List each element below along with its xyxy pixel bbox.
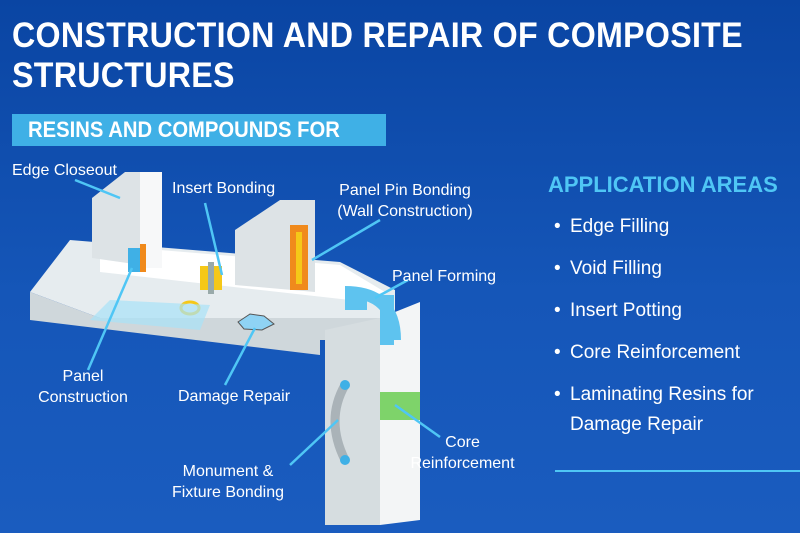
leader-lines	[74, 178, 441, 466]
edge-fill-orange	[140, 244, 146, 272]
page-title: CONSTRUCTION AND REPAIR OF COMPOSITE STR…	[12, 16, 743, 95]
edge-fill-blue-2	[345, 290, 367, 310]
list-item: Void Filling	[552, 254, 800, 284]
label-line: Panel	[62, 368, 104, 385]
label-line: Fixture Bonding	[171, 484, 285, 501]
label-line: (Wall Construction)	[337, 203, 473, 220]
label-damage-repair: Damage Repair	[178, 388, 291, 405]
application-areas-list: Edge Filling Void Filling Insert Potting…	[552, 212, 800, 452]
label-panel-construction: Panel Construction	[28, 366, 138, 408]
label-panel-forming: Panel Forming	[392, 268, 497, 285]
banner-text: RESINS AND COMPOUNDS FOR	[28, 117, 340, 142]
label-line: Construction	[38, 389, 128, 406]
label-line: Monument &	[182, 463, 274, 480]
label-edge-closeout: Edge Closeout	[12, 162, 117, 179]
label-monument-fixture-bonding: Monument & Fixture Bonding	[168, 461, 288, 503]
subtitle-banner: RESINS AND COMPOUNDS FOR	[12, 114, 386, 146]
slab-front	[30, 292, 395, 355]
edge-fill-blue	[128, 248, 140, 272]
panel-construction-cyan	[90, 300, 210, 330]
core-reinforcement-patch	[380, 392, 420, 420]
label-insert-bonding: Insert Bonding	[172, 180, 276, 197]
list-item: Insert Potting	[552, 296, 800, 326]
list-item: Core Reinforcement	[552, 338, 800, 368]
application-areas-title: APPLICATION AREAS	[548, 172, 778, 197]
label-line: Reinforcement	[410, 455, 515, 472]
list-item: Edge Filling	[552, 212, 800, 242]
label-panel-pin-bonding: Panel Pin Bonding (Wall Construction)	[330, 180, 480, 222]
vertical-leg-front	[325, 318, 380, 525]
list-item: Laminating Resins for Damage Repair	[552, 380, 800, 440]
label-line: Core	[445, 434, 480, 451]
pin	[296, 232, 302, 284]
damage-patch	[237, 313, 275, 331]
label-line: Panel Pin Bonding	[339, 182, 471, 199]
insert-stem	[208, 262, 214, 294]
divider	[555, 470, 800, 472]
label-core-reinforcement: Core Reinforcement	[405, 432, 520, 474]
